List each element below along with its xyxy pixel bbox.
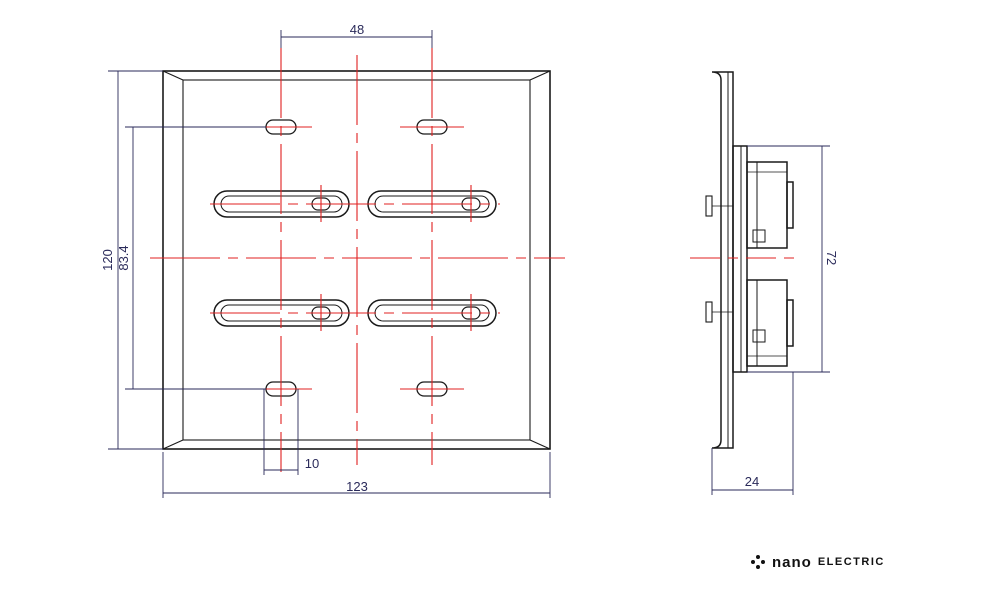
- dim-side-depth-label: 24: [745, 474, 759, 489]
- dim-total-width-label: 123: [346, 479, 368, 494]
- dim-side-height-label: 72: [824, 251, 839, 265]
- dim-hole-vertical-label: 83.4: [116, 245, 131, 270]
- dim-total-height-label: 120: [100, 249, 115, 271]
- side-terminal-block: [746, 279, 794, 367]
- front-dimension-lines: [108, 30, 551, 498]
- side-terminal-block: [746, 161, 794, 249]
- brand-name: nano: [772, 553, 812, 571]
- side-dimension-lines: [711, 145, 830, 495]
- nano-logo-icon: [751, 555, 765, 569]
- side-view: [705, 71, 794, 449]
- front-centerlines: [150, 48, 565, 472]
- dim-hole-spacing-label: 48: [350, 22, 364, 37]
- brand-suffix: ELECTRIC: [817, 556, 885, 568]
- brand-logo: nano ELECTRIC: [750, 552, 885, 572]
- dim-slot-width-label: 10: [305, 456, 319, 471]
